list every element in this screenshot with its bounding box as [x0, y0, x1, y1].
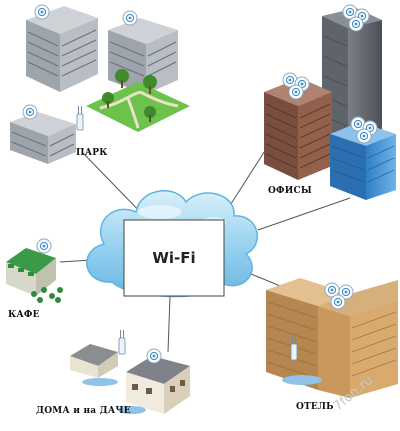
wifi-center-label: Wi-Fi [152, 249, 196, 267]
offices-cluster [264, 4, 396, 200]
wifi-badge-icon [288, 84, 304, 100]
offices-label: ОФИСЫ [268, 186, 312, 196]
park-building-1 [26, 6, 98, 92]
wifi-badge-icon [34, 4, 50, 20]
wifi-box [123, 219, 225, 297]
wifi-badge-icon [36, 238, 52, 254]
wifi-badge-icon [348, 16, 364, 32]
office-glass-building [330, 122, 396, 200]
wifi-badge-icon [330, 294, 346, 310]
cafe-cluster [6, 238, 63, 303]
hotel-label: ОТЕЛЬ [296, 402, 334, 412]
homes-cluster [70, 329, 190, 414]
wifi-badge-icon [22, 104, 38, 120]
park-cluster [10, 4, 190, 164]
wifi-badge-icon [122, 10, 138, 26]
link-homes [167, 295, 171, 353]
homes-label: ДОМА и на ДАЧЕ [36, 406, 131, 416]
hotel-cluster [266, 278, 398, 398]
cafe-label: КАФЕ [8, 310, 40, 320]
access-point-icon [118, 329, 126, 355]
park-label: ПАРК [76, 148, 108, 158]
park-building-3 [10, 112, 76, 164]
park-lawn [86, 69, 190, 132]
cafe-tables [31, 287, 63, 303]
park-building-2 [108, 18, 178, 94]
house-large [118, 356, 190, 414]
wifi-badge-icon [146, 348, 162, 364]
wifi-badge-icon [356, 128, 372, 144]
house-small [70, 344, 118, 386]
link-offices-right [257, 197, 351, 231]
access-point-icon [76, 105, 84, 131]
